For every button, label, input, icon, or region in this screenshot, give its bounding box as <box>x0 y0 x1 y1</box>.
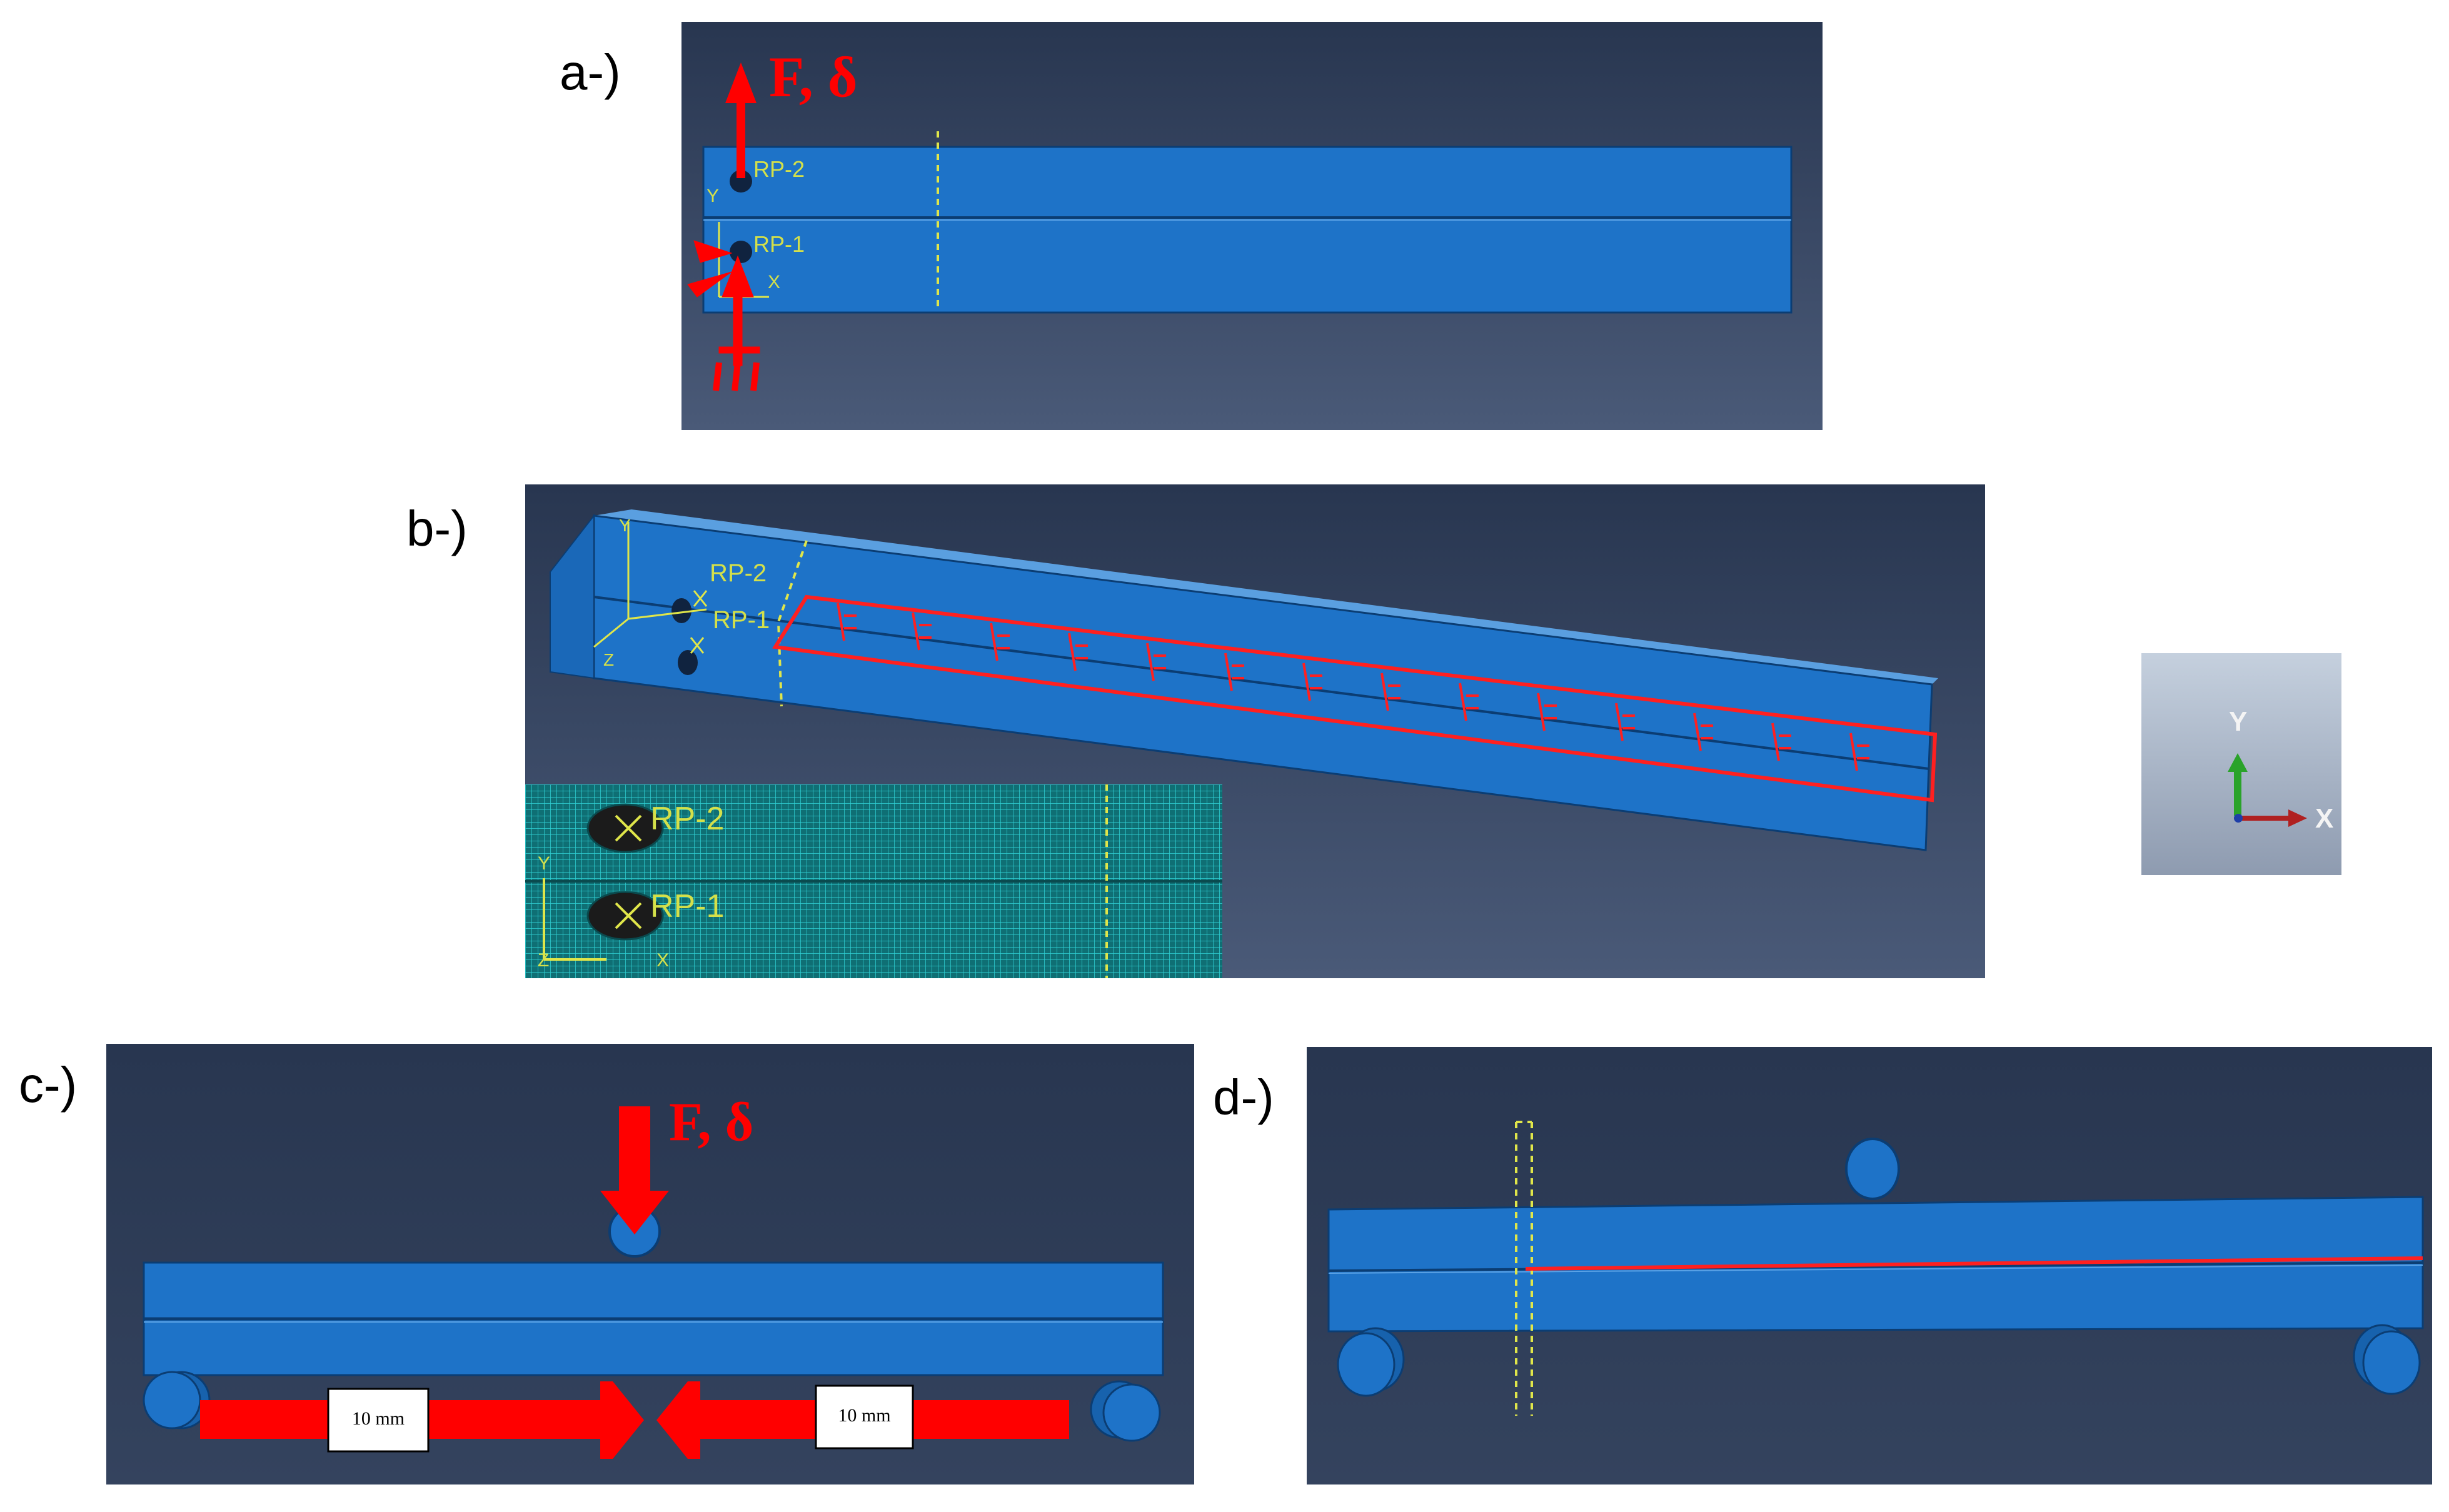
viewport-c: F, δ 10 mm 10 mm <box>106 1044 1194 1484</box>
beam-b <box>550 509 1938 851</box>
pin-hole-bottom-a <box>730 241 752 263</box>
mesh-reference-point-label-rp2: RP-2 <box>650 801 725 837</box>
cohesive-zone-b <box>772 594 1938 803</box>
mesh-axis-label-z: Z <box>538 950 550 971</box>
viewport-d <box>1307 1047 2432 1484</box>
panel-label-c: c-) <box>19 1057 78 1113</box>
crack-front-b <box>777 540 808 707</box>
pin-hole-top-a <box>730 170 752 193</box>
triad-axis-label-y: Y <box>2229 706 2248 737</box>
viewport-a: F, δ RP-2 RP-1 Y X <box>681 22 1823 430</box>
beam-c <box>143 1261 1164 1376</box>
axis-label-y-b: Y <box>619 516 631 535</box>
support-roller-left-d <box>1337 1327 1405 1397</box>
axis-label-y-a: Y <box>707 186 720 206</box>
pin-hole-bottom-b <box>678 650 698 675</box>
mesh-inset-b <box>525 784 1222 978</box>
pin-hole-top-b <box>671 598 691 623</box>
load-label-c: F, δ <box>669 1092 754 1153</box>
triad-y-axis-arrow <box>2228 753 2248 816</box>
load-arrow-c <box>600 1106 669 1234</box>
axis-label-x-a: X <box>768 272 781 293</box>
view-triad: Y X <box>2141 653 2341 875</box>
axes-b <box>593 522 708 654</box>
mesh-axis-label-x: X <box>656 950 670 971</box>
reference-point-label-rp2-b: RP-2 <box>710 559 767 587</box>
span-label-box-right <box>815 1384 914 1449</box>
beam-a <box>702 146 1793 314</box>
cohesive-springs-b <box>837 603 1869 771</box>
triad-axis-label-x: X <box>2315 803 2334 834</box>
support-roller-right-d <box>2353 1324 2421 1395</box>
load-label-a: F, δ <box>769 45 858 109</box>
loading-roller-d <box>1845 1138 1900 1200</box>
panel-label-a: a-) <box>560 44 621 100</box>
span-label-box-left <box>327 1388 430 1453</box>
span-label-left-c: 10 mm <box>351 1408 405 1429</box>
boundary-condition-a <box>687 240 760 391</box>
reference-point-label-rp1-a: RP-1 <box>753 231 805 257</box>
panel-label-b: b-) <box>406 501 468 556</box>
load-arrow-a <box>725 63 757 178</box>
cohesive-interface-d <box>1525 1256 2423 1271</box>
panel-label-d: d-) <box>1213 1069 1274 1125</box>
mesh-axis-label-y: Y <box>538 853 551 874</box>
axis-label-z-b: Z <box>603 650 615 669</box>
support-roller-right-c <box>1090 1380 1161 1442</box>
viewport-b: RP-2 RP-1 Y Z RP-2 RP-1 Y X Z <box>525 484 1985 978</box>
support-roller-left-c <box>143 1371 211 1429</box>
triad-x-axis-arrow <box>2238 809 2307 827</box>
reference-point-label-rp1-b: RP-1 <box>713 606 770 634</box>
span-label-right-c: 10 mm <box>838 1405 891 1426</box>
reference-point-label-rp2-a: RP-2 <box>753 156 805 182</box>
mesh-reference-point-label-rp1: RP-1 <box>650 888 725 924</box>
